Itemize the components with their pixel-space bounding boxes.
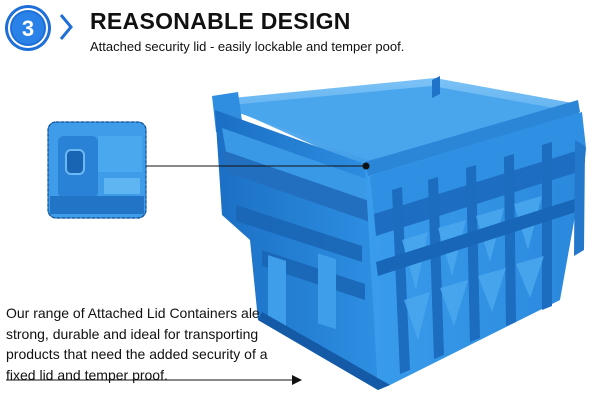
description-line: fixed lid and temper proof. — [6, 366, 168, 383]
lock-detail-inset — [47, 121, 147, 219]
description-line: strong, durable and ideal for transporti… — [6, 325, 259, 342]
section-title: REASONABLE DESIGN — [90, 8, 351, 34]
description-text: Our range of Attached Lid Containers ale… — [6, 303, 306, 385]
chevron-right-icon — [59, 14, 73, 40]
step-number-badge: 3 — [5, 5, 51, 51]
description-line: Our range of Attached Lid Containers ale — [6, 305, 260, 321]
arrow-right-icon — [292, 375, 302, 385]
description-line: products that need the added security of… — [6, 346, 268, 362]
step-number: 3 — [22, 16, 34, 41]
section-subtitle: Attached security lid - easily lockable … — [90, 39, 405, 54]
